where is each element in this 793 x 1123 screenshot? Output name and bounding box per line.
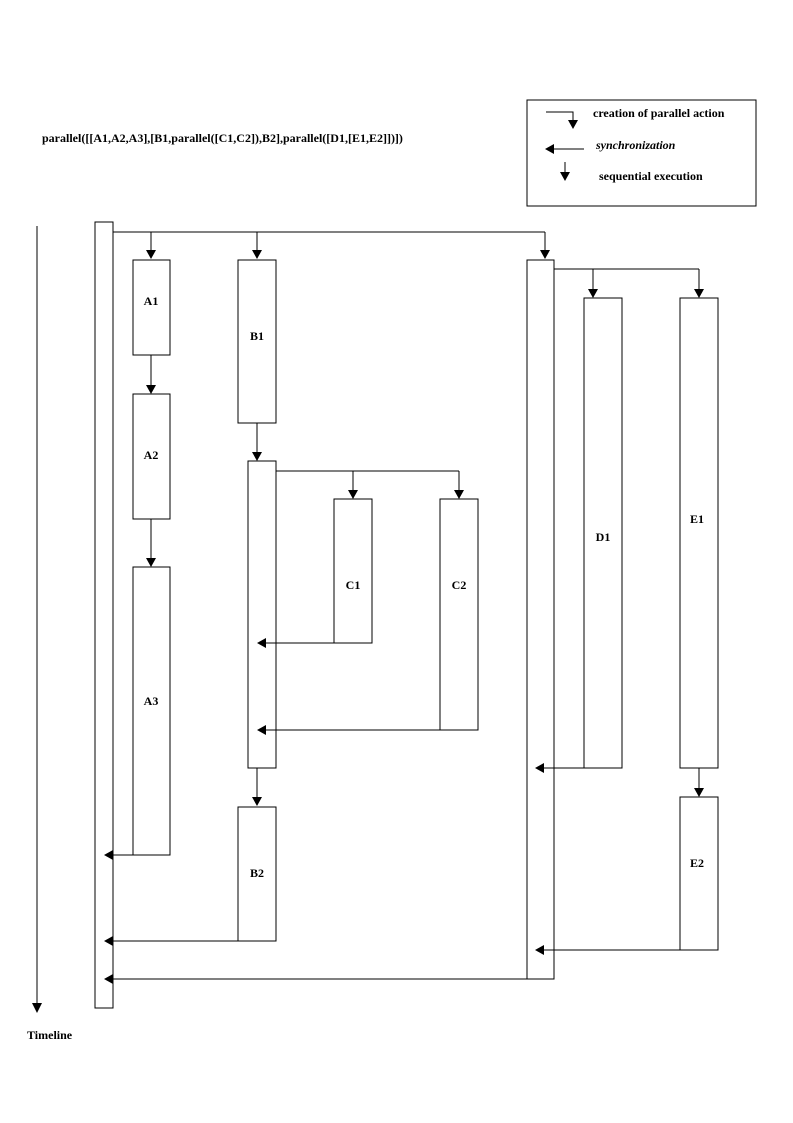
sequential-arrow-a2-a3 xyxy=(146,519,156,567)
action-c2-label: C2 xyxy=(452,578,467,592)
sync-arrow-de xyxy=(104,974,527,984)
legend-creation-label: creation of parallel action xyxy=(593,106,725,120)
action-b1-box xyxy=(237,259,277,424)
parallel-expression: parallel([[A1,A2,A3],[B1,parallel([C1,C2… xyxy=(42,131,403,145)
creation-legend-icon xyxy=(546,111,578,129)
action-a2-box xyxy=(132,393,171,520)
outer-parallel-bar xyxy=(94,221,114,1009)
legend: creation of parallel action synchronizat… xyxy=(526,99,757,207)
action-e1-label: E1 xyxy=(690,512,704,526)
synchronization-legend-icon xyxy=(545,144,584,154)
action-c2-box xyxy=(439,498,479,731)
sync-arrow-e2 xyxy=(535,945,680,955)
sequential-arrow-e1-e2 xyxy=(694,768,704,797)
sequential-legend-icon xyxy=(560,162,570,181)
action-b2-box xyxy=(237,806,277,942)
action-a1-box xyxy=(132,259,171,356)
sync-arrow-a3 xyxy=(104,850,133,860)
action-b1-label: B1 xyxy=(250,329,264,343)
legend-sequential-label: sequential execution xyxy=(599,169,703,183)
parallel-c-bar xyxy=(247,460,277,769)
action-e2-label: E2 xyxy=(690,856,704,870)
c-creation-connector xyxy=(276,470,464,499)
legend-synchronization-label: synchronization xyxy=(595,138,676,152)
action-a3-label: A3 xyxy=(144,694,159,708)
timeline-arrow xyxy=(32,226,42,1013)
action-b2-label: B2 xyxy=(250,866,264,880)
outer-creation-connector xyxy=(113,231,550,259)
action-a3-box xyxy=(132,566,171,856)
parallel-de-bar xyxy=(526,259,555,980)
sync-arrow-c1 xyxy=(257,638,334,648)
action-a1-label: A1 xyxy=(144,294,159,308)
action-c1-label: C1 xyxy=(346,578,361,592)
action-e2-box xyxy=(679,796,719,951)
sequential-arrow-a1-a2 xyxy=(146,355,156,394)
action-d1-label: D1 xyxy=(596,530,611,544)
legend-box xyxy=(526,99,757,207)
action-d1-box xyxy=(583,297,623,769)
action-c1-box xyxy=(333,498,373,644)
sequential-arrow-c-b2 xyxy=(252,768,262,806)
sync-arrow-d1 xyxy=(535,763,584,773)
sync-arrow-b2 xyxy=(104,936,238,946)
timeline-label: Timeline xyxy=(27,1028,73,1042)
de-creation-connector xyxy=(554,268,704,298)
sync-arrow-c2 xyxy=(257,725,440,735)
action-a2-label: A2 xyxy=(144,448,159,462)
sequential-arrow-b1-c xyxy=(252,423,262,461)
action-e1-box xyxy=(679,297,719,769)
